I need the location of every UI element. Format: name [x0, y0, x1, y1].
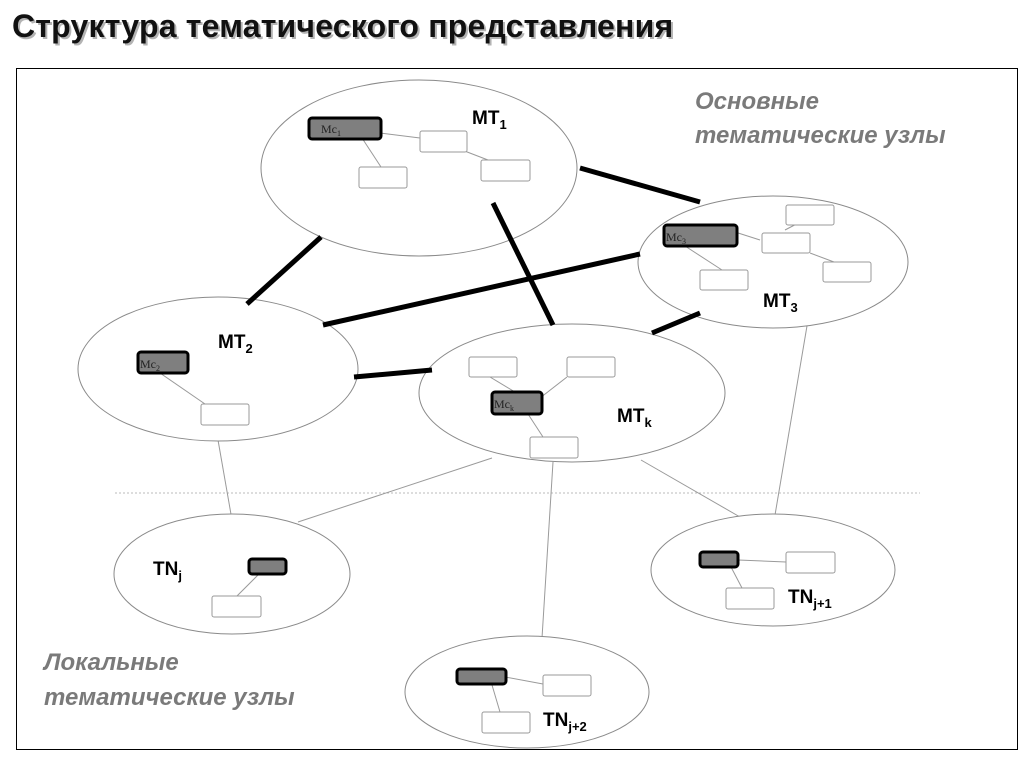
subtopic-boxes: [200, 130, 872, 734]
core-box-mt2: [136, 350, 190, 375]
core-label-mt2: Mc2: [140, 357, 160, 373]
internal-links: [159, 132, 835, 713]
core-label-mt1: Mc1: [321, 122, 341, 138]
main-links: [245, 165, 701, 380]
core-label-mtk: Mck: [494, 397, 514, 413]
label-tnj1: TNj+1: [788, 587, 832, 611]
link-mt2-mt3: [322, 251, 641, 328]
core-label-mt3: Mc3: [666, 230, 686, 246]
slide-title: Структура тематического представления: [12, 8, 674, 44]
core-box-tnj2: [455, 667, 508, 686]
node-mt2: [77, 296, 359, 442]
connector-mtk-tnj1: [640, 459, 741, 518]
connector-mtk-tnj: [297, 457, 493, 523]
label-mt2: MT2: [218, 332, 253, 356]
caption-local-line2: тематические узлы: [44, 684, 295, 711]
node-tnj1: [650, 513, 896, 627]
core-box-mtk: [490, 390, 544, 416]
connector-mtk-tnj2: [541, 461, 554, 639]
link-mt1-mt3: [579, 165, 701, 205]
label-tnj: TNj: [153, 559, 182, 583]
link-mtk-mt3: [651, 310, 701, 336]
node-tnj2: [404, 635, 650, 749]
label-mtk: MTk: [617, 406, 652, 430]
node-tnj: [113, 513, 351, 635]
diagram-frame: [16, 68, 1018, 750]
core-boxes: [136, 116, 740, 686]
caption-local-line1: Локальные: [42, 649, 179, 676]
link-mt1-mtk: [490, 201, 556, 327]
link-mt2-mtk: [353, 367, 433, 380]
core-box-tnj1: [698, 550, 740, 569]
connector-mt3-tnj1: [774, 319, 809, 516]
connector-mt2-tnj: [217, 439, 233, 521]
label-tnj2: TNj+2: [543, 710, 587, 734]
label-mt3: MT3: [763, 291, 798, 315]
label-mt1: MT1: [472, 108, 507, 132]
local-connectors: [217, 319, 809, 639]
core-box-mt3: [662, 223, 739, 248]
core-box-tnj: [247, 557, 288, 576]
caption-main-line2: тематические узлы: [695, 122, 946, 149]
link-mt1-mt2: [245, 235, 323, 306]
core-box-mt1: [307, 116, 383, 141]
caption-main-line1: Основные: [695, 88, 819, 115]
